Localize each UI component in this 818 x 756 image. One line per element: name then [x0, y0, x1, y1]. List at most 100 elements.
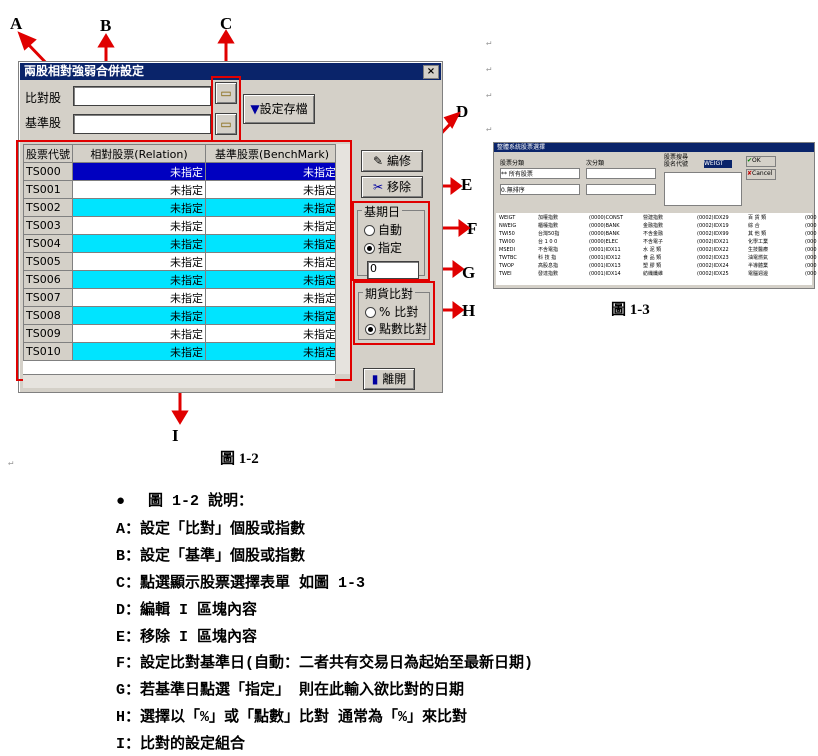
description-line: B：設定「基準」個股或指數: [116, 548, 306, 565]
stock-list-cell: TWI50: [499, 231, 515, 237]
vertical-scrollbar[interactable]: [335, 144, 350, 374]
stock-list-cell: (0000)CONST: [589, 215, 624, 221]
ok-button[interactable]: ✔OK: [746, 156, 776, 167]
category-select[interactable]: ** 所有股票: [500, 168, 580, 179]
save-settings-button[interactable]: ▼設定存檔: [243, 94, 315, 124]
stock-list-cell: (0002)IDX21: [697, 239, 729, 245]
stock-list-cell: 百 貨 類: [748, 215, 767, 221]
specify-radio[interactable]: 指定: [364, 239, 402, 256]
row-code: TS005: [23, 252, 73, 271]
stock-list-cell: (0000)BANK: [589, 231, 620, 237]
row-code: TS004: [23, 234, 73, 253]
radio-icon: [364, 225, 375, 236]
paragraph-mark: ↵: [8, 458, 14, 468]
row-benchmark: 未指定: [205, 252, 339, 271]
stock-list-cell: (0002)IDX22: [697, 247, 729, 253]
stock-list-cell: (000: [805, 223, 817, 229]
row-relation: 未指定: [72, 252, 206, 271]
paragraph-mark: ↵: [486, 64, 492, 74]
row-code: TS006: [23, 270, 73, 289]
row-relation: 未指定: [72, 306, 206, 325]
cancel-button[interactable]: ✘Cancel: [746, 169, 776, 180]
description-line: A：設定「比對」個股或指數: [116, 521, 306, 538]
bullet-icon: ●: [116, 493, 126, 510]
col-header[interactable]: 股票代號: [23, 144, 73, 163]
stock-list-cell: 發達指數: [538, 271, 559, 277]
row-benchmark: 未指定: [205, 162, 339, 181]
row-code: TS001: [23, 180, 73, 199]
close-button[interactable]: ×: [423, 65, 439, 79]
settings-grid[interactable]: 股票代號 相對股票(Relation) 基準股票(BenchMark) TS00…: [23, 144, 339, 374]
code-search-input[interactable]: WEIGT: [704, 160, 732, 168]
paragraph-mark: ↵: [486, 90, 492, 100]
callout-h: H: [462, 301, 476, 320]
row-code: TS009: [23, 324, 73, 343]
edit-button[interactable]: ✎ 編修: [361, 150, 423, 172]
remove-button[interactable]: ✂ 移除: [361, 176, 423, 198]
exit-button[interactable]: ▮ 離開: [363, 368, 415, 390]
stock-picker-dialog: 整體系統股票選擇 股票分類 次分類 股票搜尋 股名代號 WEIGT ** 所有股…: [493, 142, 817, 289]
edit-label: 編修: [386, 154, 411, 168]
specify-radio-label: 指定: [378, 241, 403, 255]
sort-select[interactable]: 0.無排序: [500, 184, 580, 195]
stock-list-cell: TWI00: [499, 239, 515, 245]
base-stock-input[interactable]: [73, 114, 211, 134]
stock-list-cell: (0002)IDX29: [697, 215, 729, 221]
callout-e: E: [461, 175, 473, 194]
callout-h-box: [353, 281, 435, 345]
row-relation: 未指定: [72, 216, 206, 235]
compare-stock-input[interactable]: [73, 86, 211, 106]
subcategory-select[interactable]: [586, 168, 656, 179]
stock-list-cell: 營建指數: [643, 215, 664, 221]
points-radio[interactable]: 點數比對: [365, 320, 427, 337]
pick-base-button[interactable]: ▭: [215, 113, 237, 135]
exit-label: 離開: [382, 372, 407, 386]
pick-compare-button[interactable]: ▭: [215, 82, 237, 104]
base-date-input[interactable]: 0: [367, 261, 419, 279]
stock-list-cell: 台灣50指: [538, 231, 560, 237]
row-relation: 未指定: [72, 342, 206, 361]
code-search-label: 股票搜尋 股名代號: [664, 154, 689, 168]
stock-list-cell: TWEI: [499, 271, 512, 277]
row-relation: 未指定: [72, 162, 206, 181]
stock-list-cell: (0001)IDX14: [589, 271, 621, 277]
col-header[interactable]: 相對股票(Relation): [72, 144, 206, 163]
save-settings-label: 設定存檔: [259, 102, 308, 116]
grid-header: 股票代號 相對股票(Relation) 基準股票(BenchMark): [23, 144, 339, 163]
radio-icon: [364, 243, 375, 254]
stock-list-cell: 加權指數: [538, 215, 559, 221]
auto-radio[interactable]: 自動: [364, 221, 402, 238]
sort2-select[interactable]: [586, 184, 656, 195]
figure-1-3-caption: 圖 1-3: [611, 302, 650, 318]
row-benchmark: 未指定: [205, 324, 339, 343]
search-result-box[interactable]: [664, 172, 742, 206]
compare-stock-label: 比對股: [25, 91, 62, 105]
stock-list-cell: TWOP: [499, 263, 514, 269]
wrench-icon: ✎: [373, 154, 384, 168]
description-line: H：選擇以「%」或「點數」比對 通常為「%」來比對: [116, 709, 468, 726]
stock-list-cell: (0002)IDX19: [697, 223, 729, 229]
row-code: TS010: [23, 342, 73, 361]
chevron-down-icon: ▼: [250, 102, 260, 116]
remove-label: 移除: [386, 180, 411, 194]
col-header[interactable]: 基準股票(BenchMark): [205, 144, 339, 163]
row-relation: 未指定: [72, 198, 206, 217]
stock-list-cell: (000: [805, 271, 817, 277]
percent-radio[interactable]: % 比對: [365, 303, 418, 320]
description-line: E：移除 I 區塊內容: [116, 629, 258, 646]
horizontal-scrollbar[interactable]: [23, 374, 335, 388]
stock-list-cell: 其 他 類: [748, 231, 767, 237]
callout-i: I: [172, 426, 179, 445]
